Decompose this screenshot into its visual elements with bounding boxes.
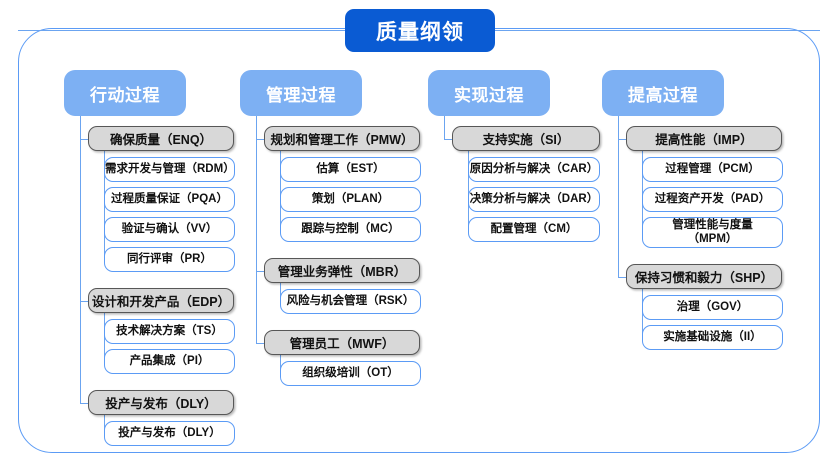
column-header-3[interactable]: 实现过程	[428, 70, 550, 116]
leaf-box[interactable]: 跟踪与控制（MC）	[280, 217, 421, 242]
leaf-box[interactable]: 实施基础设施（II）	[642, 325, 783, 350]
column-spine	[618, 116, 620, 277]
column-header-1[interactable]: 行动过程	[64, 70, 186, 116]
frame-title-right-link	[495, 30, 820, 32]
group-connector-stub	[618, 139, 626, 141]
leaf-box[interactable]: 需求开发与管理（RDM）	[104, 157, 235, 182]
leaf-box[interactable]: 策划（PLAN）	[280, 187, 421, 212]
column-spine	[444, 116, 446, 139]
diagram-title: 质量纲领	[345, 9, 495, 52]
leaf-box[interactable]: 验证与确认（VV）	[104, 217, 235, 242]
group-box[interactable]: 确保质量（ENQ）	[88, 126, 234, 151]
leaf-box[interactable]: 投产与发布（DLY）	[104, 421, 235, 446]
leaf-box[interactable]: 治理（GOV）	[642, 295, 783, 320]
leaf-box[interactable]: 过程资产开发（PAD）	[642, 187, 783, 212]
group-connector-stub	[256, 271, 264, 273]
leaf-box[interactable]: 组织级培训（OT）	[280, 361, 421, 386]
group-connector-stub	[80, 139, 88, 141]
group-box[interactable]: 规划和管理工作（PMW）	[264, 126, 420, 151]
leaf-box[interactable]: 配置管理（CM）	[468, 217, 600, 242]
group-box[interactable]: 管理业务弹性（MBR）	[264, 258, 420, 283]
leaf-box[interactable]: 原因分析与解决（CAR）	[468, 157, 600, 182]
group-box[interactable]: 投产与发布（DLY）	[88, 390, 234, 415]
frame-title-left-link	[18, 30, 345, 32]
column-header-4[interactable]: 提高过程	[602, 70, 724, 116]
leaf-box[interactable]: 产品集成（PI）	[104, 349, 235, 374]
group-connector-stub	[256, 139, 264, 141]
group-box[interactable]: 管理员工（MWF）	[264, 330, 420, 355]
node-label-line: （MPM）	[687, 232, 738, 245]
group-connector-stub	[256, 343, 264, 345]
leaf-box[interactable]: 同行评审（PR）	[104, 247, 235, 272]
leaf-box[interactable]: 技术解决方案（TS）	[104, 319, 235, 344]
group-box[interactable]: 保持习惯和毅力（SHP）	[626, 264, 782, 289]
leaf-box[interactable]: 估算（EST）	[280, 157, 421, 182]
node-label-line: 管理性能与度量	[672, 218, 753, 231]
column-spine	[80, 116, 82, 403]
leaf-box[interactable]: 过程管理（PCM）	[642, 157, 783, 182]
leaf-box[interactable]: 决策分析与解决（DAR）	[468, 187, 600, 212]
group-connector-stub	[80, 403, 88, 405]
leaf-box[interactable]: 管理性能与度量（MPM）	[642, 217, 783, 248]
column-spine	[256, 116, 258, 343]
group-box[interactable]: 提高性能（IMP）	[626, 126, 782, 151]
group-connector-stub	[444, 139, 452, 141]
leaf-box[interactable]: 过程质量保证（PQA）	[104, 187, 235, 212]
group-box[interactable]: 支持实施（SI）	[452, 126, 600, 151]
leaf-box[interactable]: 风险与机会管理（RSK）	[280, 289, 421, 314]
group-connector-stub	[618, 277, 626, 279]
group-connector-stub	[80, 301, 88, 303]
column-header-2[interactable]: 管理过程	[240, 70, 362, 116]
group-box[interactable]: 设计和开发产品（EDP）	[88, 288, 234, 313]
